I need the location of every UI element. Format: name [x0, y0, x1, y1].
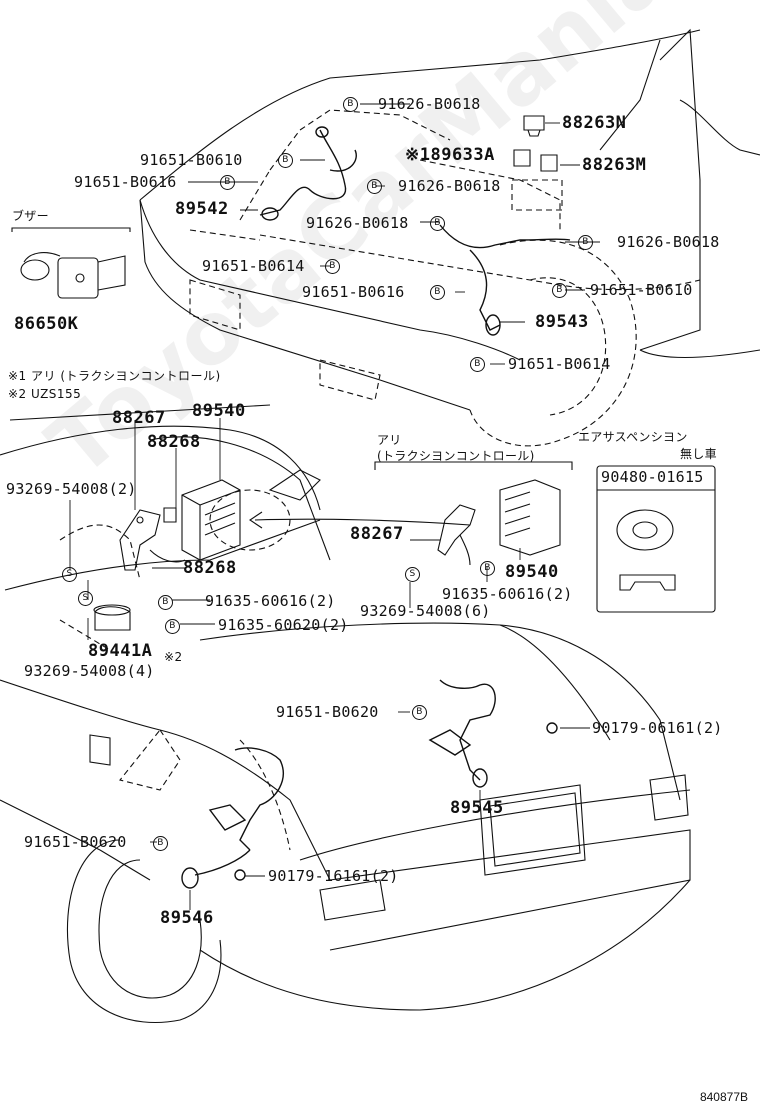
label-91651-b0620-mid: 91651-B0620: [276, 703, 379, 721]
label-89542: 89542: [175, 199, 229, 219]
label-93269-54008-4: 93269-54008(4): [24, 662, 155, 680]
label-93269-54008-6: 93269-54008(6): [360, 602, 491, 620]
label-89540-left: 89540: [192, 401, 246, 421]
label-89546: 89546: [160, 908, 214, 928]
label-86650k: 86650K: [14, 314, 79, 334]
label-93269-54008-2: 93269-54008(2): [6, 480, 137, 498]
label-91651-b0620-left: 91651-B0620: [24, 833, 127, 851]
label-91635-60620: 91635-60620(2): [218, 616, 349, 634]
label-91651-b0610-right: 91651-B0610: [590, 281, 693, 299]
label-89543: 89543: [535, 312, 589, 332]
label-91626-b0618-right: 91626-B0618: [617, 233, 720, 251]
label-91635-60616-right: 91635-60616(2): [442, 585, 573, 603]
label-91651-b0614-right: 91651-B0614: [508, 355, 611, 373]
mark-b: B: [153, 835, 168, 851]
note-2: ※2 UZS155: [8, 387, 82, 401]
label-with-traction: アリ: [377, 433, 402, 447]
leader-lines-middle: [69, 418, 521, 640]
label-without: 無し車: [680, 447, 717, 461]
front-sensor-wiring: [259, 126, 571, 336]
mark-b: B: [367, 178, 382, 194]
bracket-left: [119, 507, 186, 571]
label-88263m: 88263M: [582, 155, 647, 175]
mark-s: S: [62, 566, 77, 582]
diagram-reference-code: 840877B: [699, 1090, 748, 1104]
air-suspension-inset: [596, 465, 716, 613]
traction-control-bracket: [374, 461, 573, 566]
label-91626-b0618-mid: 91626-B0618: [398, 177, 501, 195]
label-air-suspension: エアサスペンシヨン: [578, 430, 688, 444]
mark-s: S: [78, 590, 93, 606]
label-91626-b0618-center: 91626-B0618: [306, 214, 409, 232]
sensor-89441a: [59, 604, 131, 651]
front-car-outline: [139, 28, 760, 447]
abs-ecu-left: [181, 479, 241, 561]
mark-b: B: [430, 215, 445, 231]
label-89545: 89545: [450, 798, 504, 818]
label-91635-60616-left: 91635-60616(2): [205, 592, 336, 610]
note-1: ※1 アリ (トラクシヨンコントロール): [8, 369, 221, 383]
rear-sensor-wiring: [181, 679, 558, 889]
label-91651-b0614-left: 91651-B0614: [202, 257, 305, 275]
mark-b: B: [552, 282, 567, 298]
mark-b: B: [470, 356, 485, 372]
mark-b: B: [343, 96, 358, 112]
label-89441a: 89441A: [88, 641, 153, 661]
mark-b: B: [578, 234, 593, 250]
label-note2-mark: ※2: [164, 650, 183, 664]
label-88268-bottom: 88268: [183, 558, 237, 578]
mark-b: B: [278, 152, 293, 168]
label-88263n: 88263N: [562, 113, 627, 133]
label-91651-b0616-center: 91651-B0616: [302, 283, 405, 301]
label-90179-06161: 90179-06161(2): [592, 719, 723, 737]
rear-car-outline: [0, 622, 691, 1024]
label-90179-16161: 90179-16161(2): [268, 867, 399, 885]
label-91651-b0610-left: 91651-B0610: [140, 151, 243, 169]
label-traction-control: (トラクシヨンコントロール): [377, 449, 535, 463]
label-88267-right: 88267: [350, 524, 404, 544]
relay-icons: [513, 115, 558, 172]
label-91626-b0618-top: 91626-B0618: [378, 95, 481, 113]
label-88268-top: 88268: [147, 432, 201, 452]
buzzer-assembly: [11, 227, 131, 299]
label-90480-01615: 90480-01615: [601, 468, 704, 486]
label-buzzer: ブザー: [12, 209, 49, 223]
label-91651-b0616-left: 91651-B0616: [74, 173, 177, 191]
mark-b: B: [412, 704, 427, 720]
mark-b: B: [165, 618, 180, 634]
mark-s: S: [405, 566, 420, 582]
mark-b: B: [220, 174, 235, 190]
label-88267-left: 88267: [112, 408, 166, 428]
mark-b: B: [158, 594, 173, 610]
label-89540-right: 89540: [505, 562, 559, 582]
mark-b: B: [480, 560, 495, 576]
mark-b: B: [430, 284, 445, 300]
label-89633a: ※189633A: [405, 145, 495, 165]
mark-b: B: [325, 258, 340, 274]
